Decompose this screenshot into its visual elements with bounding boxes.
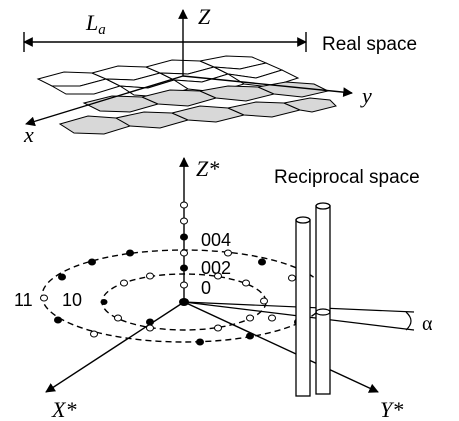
hk0-reflection	[224, 249, 232, 257]
label-10: 10	[62, 290, 82, 310]
real-space-title: Real space	[322, 34, 417, 55]
label-004: 004	[201, 230, 231, 250]
alpha-arc	[405, 311, 412, 331]
hk0-reflection	[58, 273, 66, 281]
reciprocal-space-title: Reciprocal space	[274, 167, 420, 188]
hk0-reflection	[88, 258, 96, 266]
hk0-reflection	[214, 324, 222, 332]
real-y-axis	[182, 75, 353, 97]
real-space-panel: La Z x y Real space	[23, 4, 417, 147]
hk0-reflection	[146, 318, 154, 326]
hk0-reflection	[146, 272, 154, 280]
hk0-reflection	[214, 272, 222, 280]
hk0-reflection	[246, 332, 254, 340]
hk0-reflection	[100, 299, 108, 305]
hk0-reflection	[114, 314, 122, 322]
hk0-reflection	[120, 279, 128, 287]
reciprocal-y-axis	[183, 301, 379, 393]
hk0-reflection	[246, 314, 254, 322]
hk0-reflection	[54, 316, 62, 324]
hk0-reflection	[258, 258, 266, 266]
alpha-label: α	[422, 313, 433, 335]
real-y-label: y	[360, 83, 372, 108]
hk0-reflection	[40, 294, 48, 302]
label-0: 0	[201, 278, 211, 298]
graphene-layer-shaded	[58, 81, 337, 135]
label-002: 002	[201, 258, 231, 278]
label-11: 11	[14, 290, 33, 310]
hk0-reflection	[126, 249, 134, 257]
hk0-reflection	[196, 338, 204, 346]
la-label: La	[85, 10, 106, 38]
reflection-open	[180, 281, 188, 289]
reflection-open	[180, 217, 188, 225]
hk0-reflection	[146, 324, 154, 332]
reflection-open	[180, 249, 188, 257]
real-z-label: Z	[198, 4, 211, 29]
hk0-reflection	[90, 330, 98, 338]
rod-right	[315, 205, 331, 395]
rod-left-cap	[295, 216, 311, 224]
reciprocal-y-label: Y*	[380, 397, 403, 421]
hk0-reflection	[268, 314, 276, 322]
reflection-open	[180, 201, 188, 209]
ring-11-reflections	[40, 249, 302, 346]
reflection-002	[180, 264, 188, 272]
hk0-reflection	[260, 297, 268, 305]
rod-intersection	[315, 308, 331, 316]
reflection-004	[180, 233, 188, 241]
ring-10-reflections	[100, 272, 268, 332]
reciprocal-rods	[295, 202, 331, 397]
hk0-reflection	[288, 274, 296, 282]
reciprocal-x-axis	[45, 301, 185, 393]
real-x-label: x	[23, 122, 34, 147]
rod-left	[295, 219, 311, 397]
reciprocal-z-label: Z*	[196, 156, 219, 181]
reciprocal-space-panel: Reciprocal space Z* X* Y* 004 002 0 10 1…	[14, 156, 433, 421]
reciprocal-x-label: X*	[51, 397, 76, 421]
real-x-axis	[25, 75, 184, 127]
rod-right-cap	[315, 202, 331, 210]
hk0-reflection	[242, 279, 250, 287]
